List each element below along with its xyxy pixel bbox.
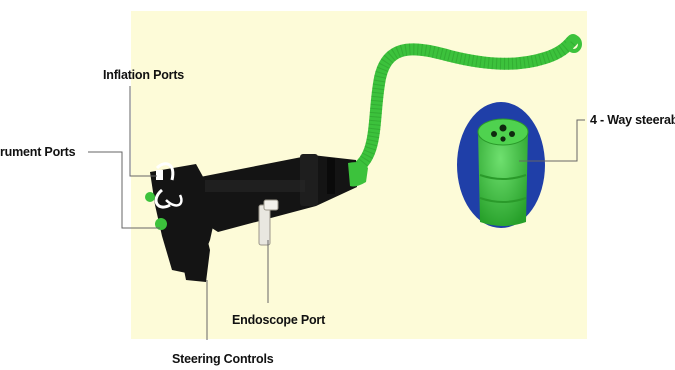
label-inflation-ports: Inflation Ports	[103, 68, 184, 82]
handle-collar	[348, 162, 368, 186]
endoscope-port	[259, 200, 278, 245]
leader-instrument	[88, 152, 160, 228]
label-4-way-steerable: 4 - Way steerable	[590, 113, 675, 127]
handle	[150, 154, 357, 282]
label-instrument-ports: rument Ports	[0, 145, 75, 159]
label-endoscope-port: Endoscope Port	[232, 313, 325, 327]
label-steering-controls: Steering Controls	[172, 352, 273, 366]
leader-inflation	[130, 86, 157, 176]
tip-closeup-inset	[457, 102, 545, 228]
